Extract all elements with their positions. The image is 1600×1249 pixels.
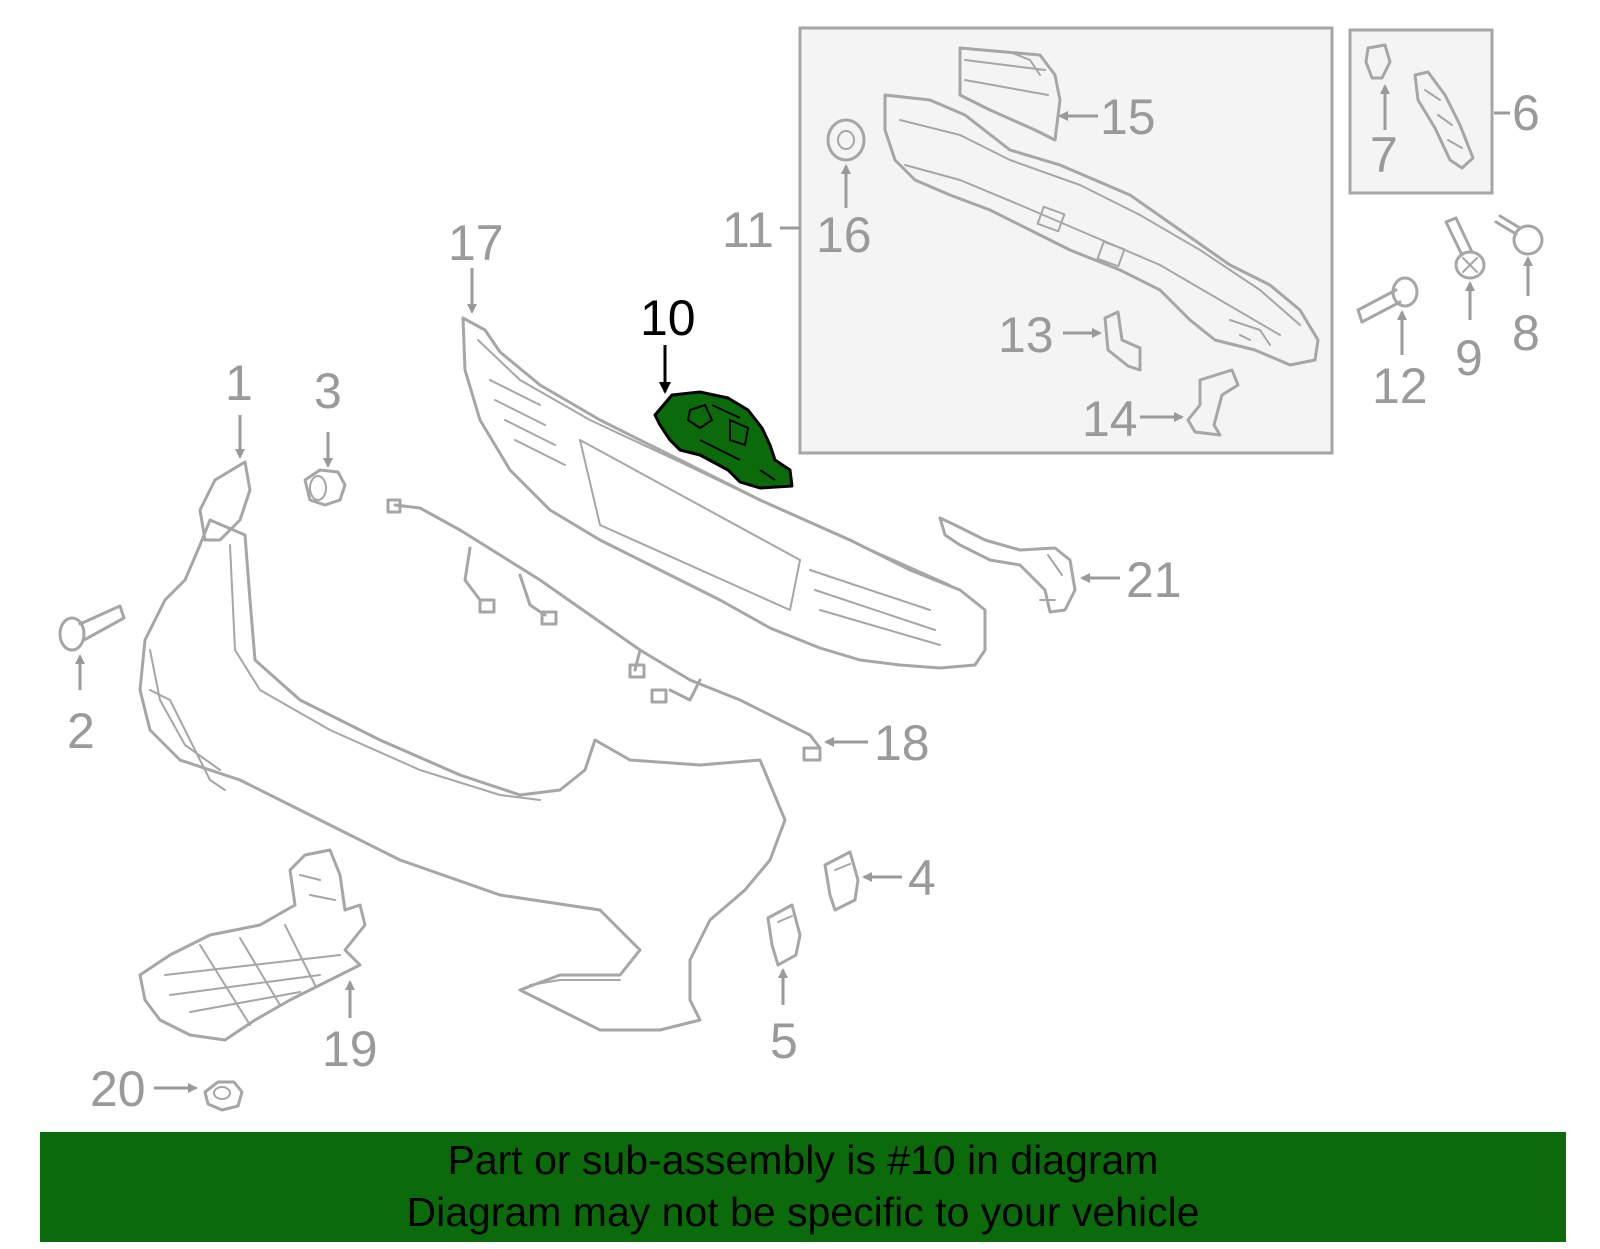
bracket-assembly-box [1348,28,1494,195]
part-12-shape [1356,276,1419,324]
part-14-shape [1186,368,1240,437]
parts-diagram: 1 2 3 4 5 6 7 8 9 10 11 12 13 14 15 16 1… [58,26,1544,1117]
part-7-shape [1364,43,1392,80]
callout-2: 2 [67,703,95,759]
callout-7: 7 [1370,127,1398,183]
callout-17: 17 [448,215,504,271]
callout-9: 9 [1455,330,1483,386]
callout-3: 3 [314,363,342,419]
callout-12: 12 [1372,358,1428,414]
callout-20: 20 [90,1061,146,1117]
part-15-shape [958,46,1062,142]
callout-6: 6 [1512,85,1540,141]
callout-13: 13 [998,307,1054,363]
callout-1: 1 [225,355,253,411]
part-4-shape [823,850,860,912]
part-1-shape [138,460,787,1032]
callout-14: 14 [1082,391,1138,447]
part-19-shape [138,848,367,1042]
part-21-shape [938,516,1077,614]
callout-18: 18 [874,715,930,771]
part-17-shape [461,316,987,670]
callout-16: 16 [816,207,872,263]
callout-19: 19 [322,1021,378,1077]
banner-line-part-number: Part or sub-assembly is #10 in diagram [447,1137,1159,1183]
part-13-shape [1103,310,1142,372]
part-20-shape [203,1080,244,1112]
part-18-shape [386,498,822,762]
reinforcement-assembly-box [798,26,1334,455]
part-6-shape [1413,70,1475,170]
callout-8: 8 [1512,305,1540,361]
callout-21: 21 [1126,552,1182,608]
part-5-shape [766,903,802,967]
callout-15: 15 [1100,89,1156,145]
part-3-shape [303,468,347,507]
part-2-shape [58,604,126,652]
callout-arrows [75,84,1533,1093]
callout-11: 11 [722,202,774,258]
part-16-shape [826,118,866,162]
callout-4: 4 [908,850,936,906]
part-10-highlighted-shape [653,390,794,490]
part-11-shape [883,93,1320,367]
disclaimer-banner: Part or sub-assembly is #10 in diagram D… [40,1132,1566,1242]
part-9-shape [1444,216,1486,280]
callout-5: 5 [770,1013,798,1069]
banner-line-disclaimer: Diagram may not be specific to your vehi… [406,1189,1200,1235]
part-8-shape [1494,214,1544,256]
callout-10: 10 [640,290,696,346]
